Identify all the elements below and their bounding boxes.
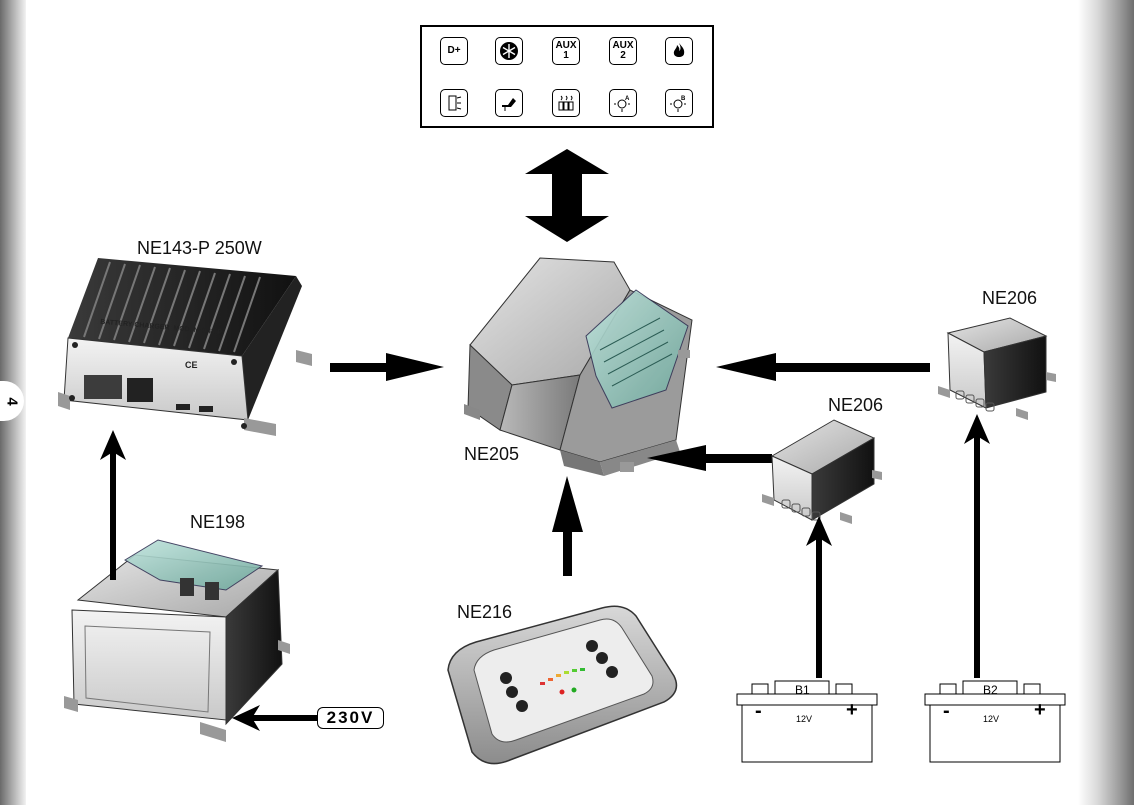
upper-sensor-device <box>938 318 1056 420</box>
aux1-label: AUX 1 <box>555 41 576 61</box>
light-icon <box>440 89 468 117</box>
arrow-battery1-to-sensor <box>806 516 832 678</box>
battery-b1-name: B1 <box>795 683 810 697</box>
d-plus-label: D+ <box>447 46 460 56</box>
charger-device <box>58 258 312 436</box>
heater-icon <box>552 89 580 117</box>
battery-b2-positive: + <box>1034 699 1046 722</box>
arrow-panel-to-central <box>552 476 583 576</box>
ce-mark: CE <box>185 360 198 370</box>
d-plus-button: D+ <box>440 37 468 65</box>
aux2-label: AUX 2 <box>612 41 633 61</box>
arrow-mains-to-supply <box>232 705 318 731</box>
mains-voltage-label: 230V <box>327 708 375 728</box>
control-panel-symbols: D+ AUX 1 AUX 2 A B <box>420 25 714 128</box>
bidirectional-arrow <box>525 149 609 242</box>
power-supply-label: NE198 <box>190 512 245 533</box>
svg-text:B: B <box>681 96 686 102</box>
flame-icon <box>665 37 693 65</box>
tap-icon <box>495 89 523 117</box>
arrow-battery2-to-sensor <box>964 414 990 678</box>
snowflake-icon <box>495 37 523 65</box>
lamp-b-icon: B <box>665 89 693 117</box>
mains-voltage-badge: 230V <box>317 707 384 729</box>
control-panel-device <box>448 606 676 763</box>
aux2-button: AUX 2 <box>609 37 637 65</box>
battery-b1-positive: + <box>846 699 858 722</box>
arrow-supply-to-charger <box>100 430 126 580</box>
arrow-upper-sensor-to-central <box>716 353 930 381</box>
aux1-button: AUX 1 <box>552 37 580 65</box>
arrow-charger-to-central <box>330 353 444 381</box>
lower-sensor-label: NE206 <box>828 395 883 416</box>
upper-sensor-label: NE206 <box>982 288 1037 309</box>
power-supply-device <box>64 540 290 742</box>
battery-b2-name: B2 <box>983 683 998 697</box>
central-unit-label: NE205 <box>464 444 519 465</box>
battery-b2-voltage: 12V <box>983 714 999 724</box>
lamp-a-icon: A <box>609 89 637 117</box>
control-panel-unit-label: NE216 <box>457 602 512 623</box>
svg-text:A: A <box>625 96 630 102</box>
battery-b1-negative: - <box>755 700 762 723</box>
charger-label: NE143-P 250W <box>137 238 262 259</box>
lower-sensor-device <box>762 420 882 524</box>
battery-b1-voltage: 12V <box>796 714 812 724</box>
battery-b2-negative: - <box>943 700 950 723</box>
